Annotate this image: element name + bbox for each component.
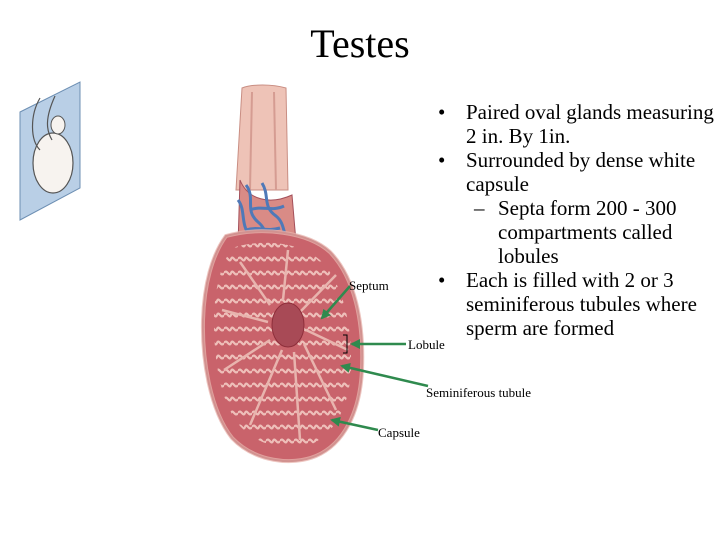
lobule-bracket bbox=[343, 334, 348, 354]
sub-bullet-item: Septa form 200 - 300 compartments called… bbox=[432, 196, 718, 268]
bullet-item: Surrounded by dense white capsule bbox=[432, 148, 718, 196]
orientation-inset bbox=[19, 81, 81, 221]
spermatic-cord bbox=[235, 84, 297, 246]
bullet-item: Each is filled with 2 or 3 seminiferous … bbox=[432, 268, 718, 340]
label-arrows bbox=[320, 285, 429, 432]
testis-body bbox=[200, 229, 365, 464]
bullet-list: Paired oval glands measuring 2 in. By 1i… bbox=[432, 100, 718, 340]
slide-title: Testes bbox=[310, 21, 410, 66]
capsule-label: Capsule bbox=[378, 425, 420, 440]
septum-label: Septum bbox=[349, 278, 389, 293]
seminiferous-tubule-label: Seminiferous tubule bbox=[426, 385, 532, 400]
lobule-label: Lobule bbox=[408, 337, 445, 352]
bullet-item: Paired oval glands measuring 2 in. By 1i… bbox=[432, 100, 718, 148]
